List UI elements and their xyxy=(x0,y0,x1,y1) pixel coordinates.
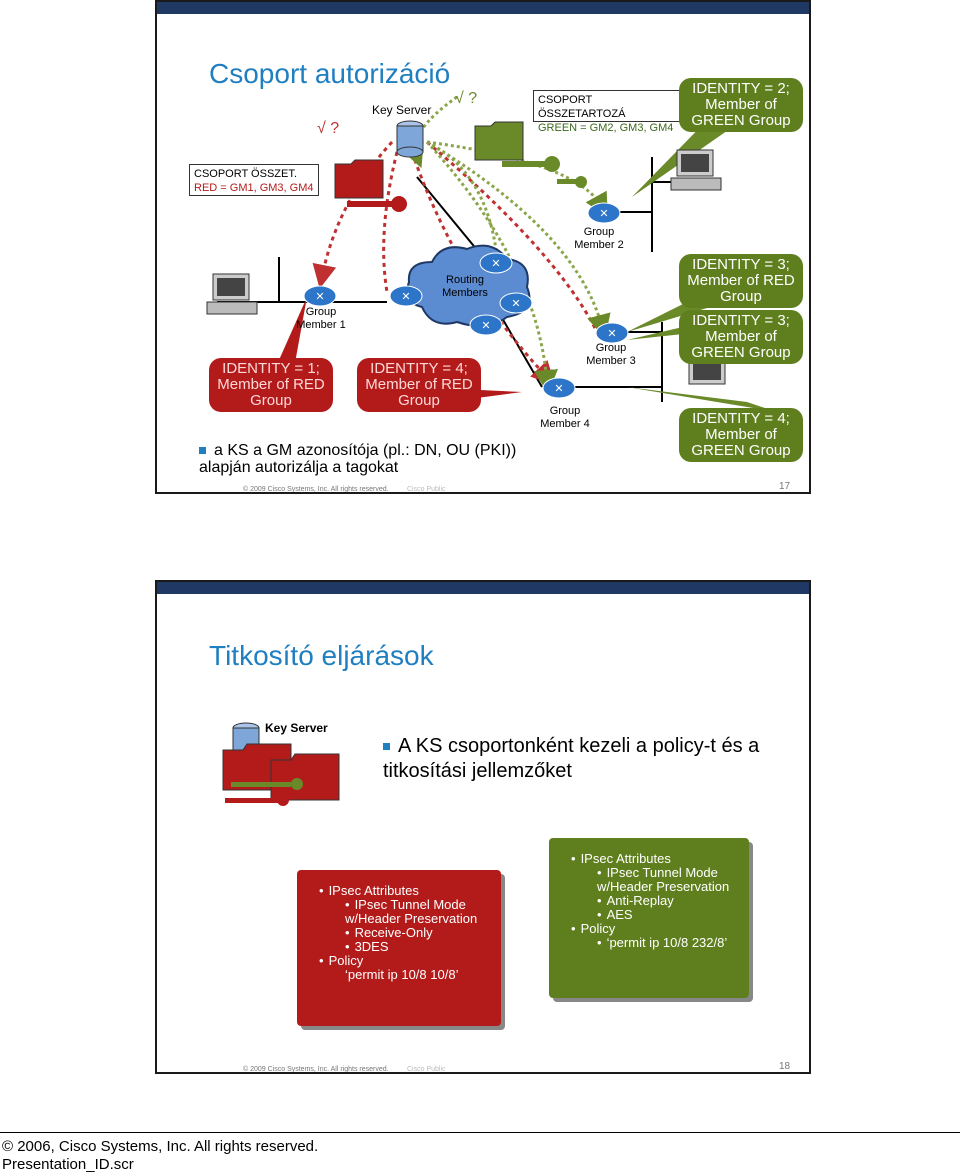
slide-footer: © 2009 Cisco Systems, Inc. All rights re… xyxy=(243,1066,389,1073)
policy-folders-icon xyxy=(222,743,340,806)
group-member-1-label: Group Member 1 xyxy=(296,306,346,331)
routing-members-label: Routing Members xyxy=(442,274,488,299)
svg-text:✕: ✕ xyxy=(607,328,616,340)
page-footer-copyright: © 2006, Cisco Systems, Inc. All rights r… xyxy=(2,1138,319,1155)
bullet-text: a KS a GM azonosítója (pl.: DN, OU (PKI)… xyxy=(199,442,517,476)
svg-text:✕: ✕ xyxy=(401,291,410,303)
identity-2-green-callout: IDENTITY = 2; Member of GREEN Group xyxy=(679,78,803,132)
bullet-marker xyxy=(383,743,390,751)
identity-1-red-callout: IDENTITY = 1; Member of RED Group xyxy=(209,358,333,412)
slide-footer-tag: Cisco Public xyxy=(407,486,446,493)
slide-title: Titkosító eljárások xyxy=(209,640,434,671)
computer-icon xyxy=(670,149,722,191)
green-key-icon xyxy=(502,156,560,172)
red-policy-list: IPsec Attributes IPsec Tunnel Mode w/Hea… xyxy=(307,884,491,982)
group-member-3-label: Group Member 3 xyxy=(586,342,636,367)
slide-17: Csoport autorizáció Key Server √ ? √ ? C… xyxy=(155,0,811,494)
green-policy-card: IPsec Attributes IPsec Tunnel Mode w/Hea… xyxy=(549,838,749,998)
bullet-authorization: a KS a GM azonosítója (pl.: DN, OU (PKI)… xyxy=(199,442,559,476)
slide-page-number: 17 xyxy=(779,481,791,492)
red-membership-box: CSOPORT ÖSSZET. RED = GM1, GM3, GM4 xyxy=(189,164,319,196)
policy-item: Policy xyxy=(319,954,491,968)
svg-text:✕: ✕ xyxy=(491,258,500,270)
key-server-label: Key Server xyxy=(265,721,328,735)
router-icon: ✕ xyxy=(499,292,533,314)
policy-subitem: AES xyxy=(571,908,739,922)
svg-text:✕: ✕ xyxy=(554,383,563,395)
policy-subitem: Anti-Replay xyxy=(571,894,739,908)
group-member-4-label: Group Member 4 xyxy=(540,405,590,430)
policy-subitem: IPsec Tunnel Mode w/Header Preservation xyxy=(319,898,491,926)
router-icon: ✕ xyxy=(587,202,621,224)
membership-line-2: RED = GM1, GM3, GM4 xyxy=(194,182,314,194)
svg-text:✕: ✕ xyxy=(481,320,490,332)
policy-subitem: IPsec Tunnel Mode w/Header Preservation xyxy=(571,866,739,894)
router-icon: ✕ xyxy=(542,377,576,399)
slide-topbar xyxy=(157,2,809,14)
identity-3-red-callout: IDENTITY = 3; Member of RED Group xyxy=(679,254,803,308)
router-icon: ✕ xyxy=(469,314,503,336)
red-policy-card: IPsec Attributes IPsec Tunnel Mode w/Hea… xyxy=(297,870,501,1026)
router-icon: ✕ xyxy=(303,285,337,307)
policy-item: IPsec Attributes xyxy=(319,884,491,898)
router-icon: ✕ xyxy=(595,322,629,344)
identity-3-green-callout: IDENTITY = 3; Member of GREEN Group xyxy=(679,310,803,364)
computer-icon xyxy=(206,273,258,315)
router-icon: ✕ xyxy=(479,252,513,274)
svg-text:✕: ✕ xyxy=(315,291,324,303)
green-folder-icon xyxy=(474,121,524,161)
slide-18: Titkosító eljárások Key Server A KS csop… xyxy=(155,580,811,1074)
red-key-icon xyxy=(347,196,407,212)
page-footer-presentation: Presentation_ID.scr xyxy=(2,1156,134,1173)
red-folder-icon xyxy=(334,159,384,199)
policy-subitem: ‘permit ip 10/8 10/8’ xyxy=(345,967,459,982)
policy-item: IPsec Attributes xyxy=(571,852,739,866)
router-icon: ✕ xyxy=(389,285,423,307)
bullet-marker xyxy=(199,447,206,455)
slide-topbar xyxy=(157,582,809,594)
page-footer-rule xyxy=(0,1132,960,1133)
slide-footer: © 2009 Cisco Systems, Inc. All rights re… xyxy=(243,486,389,493)
green-membership-box: CSOPORT ÖSSZETARTOZÁ GREEN = GM2, GM3, G… xyxy=(533,90,683,134)
green-policy-list: IPsec Attributes IPsec Tunnel Mode w/Hea… xyxy=(559,852,739,950)
policy-subitem: ‘permit ip 10/8 232/8’ xyxy=(571,936,739,950)
policy-subitem: Receive-Only xyxy=(319,926,491,940)
green-key-icon xyxy=(557,176,587,188)
bullet-policy: A KS csoportonként kezeli a policy-t és … xyxy=(383,734,763,784)
membership-line-1: CSOPORT ÖSSZET. xyxy=(194,168,297,180)
membership-line-2: GREEN = GM2, GM3, GM4 xyxy=(538,122,674,134)
policy-subitem: 3DES xyxy=(319,940,491,954)
key-server-label: Key Server xyxy=(372,103,432,117)
svg-text:✕: ✕ xyxy=(511,298,520,310)
bullet-text: A KS csoportonként kezeli a policy-t és … xyxy=(383,735,760,782)
check-mark-1: √ ? xyxy=(317,120,340,137)
group-member-2-label: Group Member 2 xyxy=(574,226,624,251)
computer-icon xyxy=(688,359,726,385)
check-mark-2: √ ? xyxy=(455,90,478,107)
svg-text:✕: ✕ xyxy=(599,208,608,220)
slide-footer-tag: Cisco Public xyxy=(407,1066,446,1073)
policy-item: Policy xyxy=(571,922,739,936)
key-server-icon xyxy=(396,120,424,158)
identity-4-red-callout: IDENTITY = 4; Member of RED Group xyxy=(357,358,481,412)
identity-4-green-callout: IDENTITY = 4; Member of GREEN Group xyxy=(679,408,803,462)
slide-page-number: 18 xyxy=(779,1061,791,1072)
slide-title: Csoport autorizáció xyxy=(209,58,451,89)
membership-line-1: CSOPORT ÖSSZETARTOZÁ xyxy=(538,94,626,120)
